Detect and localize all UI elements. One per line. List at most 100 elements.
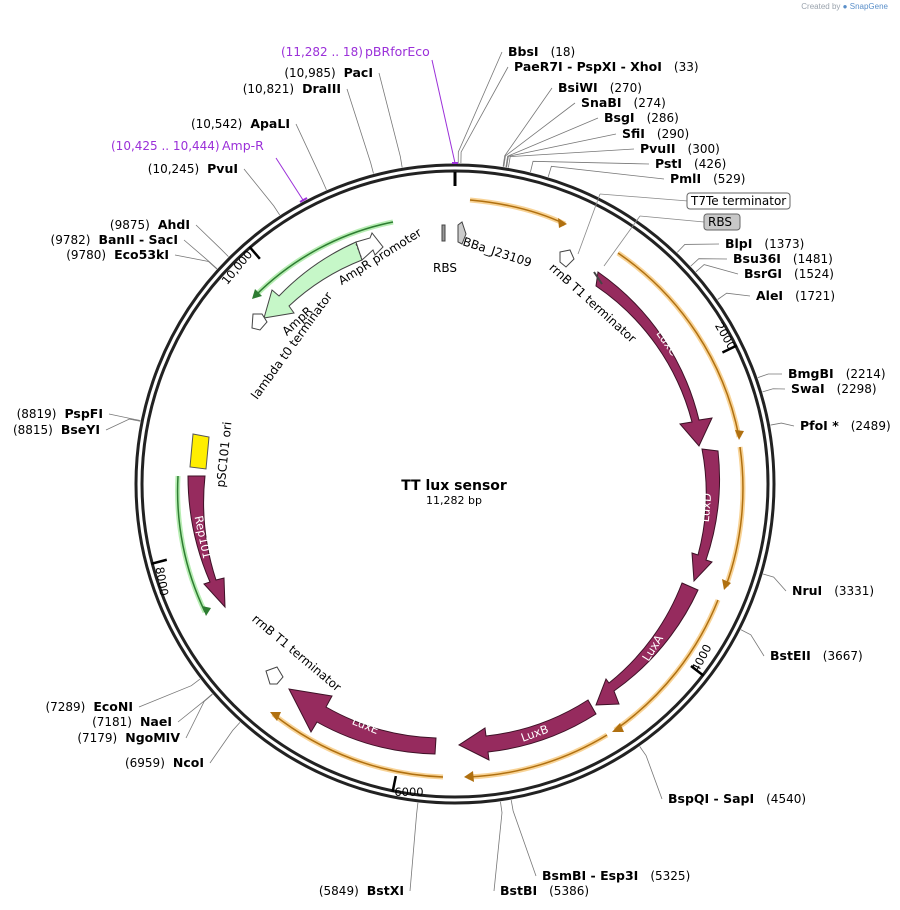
feature-rrnb-t1-terminator-bottom-label: rrnB T1 terminator [249, 612, 344, 695]
site-leader-line [209, 722, 241, 764]
site-name: AhdI [158, 217, 190, 232]
restriction-site[interactable]: BbsI(18) [457, 44, 575, 164]
restriction-site[interactable]: PmlI(529) [547, 165, 745, 186]
site-position: (4540) [766, 792, 806, 806]
site-leader-line [503, 102, 576, 167]
site-leader-line [695, 264, 739, 275]
feature-bba-j23109[interactable]: BBa_J23109 [457, 221, 533, 270]
site-position: (529) [713, 172, 745, 186]
restriction-site[interactable]: PspFI(8819) [17, 406, 141, 421]
snapgene-logo-icon: ● [842, 2, 848, 11]
restriction-site[interactable]: AhdI(9875) [110, 217, 229, 257]
restriction-site[interactable]: BspQI - SapI(4540) [639, 746, 806, 806]
backbone-outer-ring [134, 163, 776, 805]
restriction-site[interactable]: NcoI(6959) [125, 722, 241, 770]
feature-rbs-boxed[interactable]: RBS [603, 213, 741, 267]
site-leader-line [740, 629, 765, 657]
site-position: (8815) [13, 423, 53, 437]
restriction-site[interactable]: DraIII(10,821) [243, 81, 374, 174]
site-leader-line [183, 239, 218, 269]
restriction-site[interactable]: BanII - SacI(9782) [51, 232, 218, 269]
site-leader-line [676, 243, 720, 253]
restriction-site[interactable]: BsmBI - Esp3I(5325) [510, 799, 690, 883]
site-position: (5849) [319, 884, 359, 898]
site-name: ApaLI [250, 116, 290, 131]
site-name: PstI [655, 156, 682, 171]
restriction-site[interactable]: BseYI (8815) [13, 418, 141, 437]
feature-rbs-inner-label: RBS [433, 261, 457, 275]
site-name: DraIII [302, 81, 341, 96]
site-name: AleI [756, 288, 783, 303]
site-leader-line [530, 160, 650, 173]
site-position: (3331) [834, 584, 874, 598]
restriction-site[interactable]: SnaBI(274) [503, 95, 666, 167]
restriction-site[interactable]: SfiI(290) [506, 126, 690, 168]
site-leader-line [502, 87, 553, 167]
restriction-site[interactable]: BsiWI(270) [502, 80, 642, 167]
site-name: SwaI [791, 381, 825, 396]
site-position: (286) [647, 111, 679, 125]
site-leader-line [243, 168, 281, 216]
site-position: (426) [694, 157, 726, 171]
primer-amp-r[interactable]: (10,425 .. 10,444) Amp-R [111, 138, 308, 203]
feature-lambda-t0-terminator[interactable]: lambda t0 terminator [248, 289, 335, 401]
restriction-site[interactable]: BstXI(5849) [319, 802, 419, 898]
primer-amp-r-label: Amp-R [222, 138, 264, 153]
scale-tick-label: 8000 [153, 566, 172, 597]
restriction-site[interactable]: Eco53kI(9780) [66, 247, 217, 270]
site-leader-line [757, 373, 783, 379]
restriction-site[interactable]: BsrGI (1524) [695, 264, 834, 281]
feature-psc101-ori[interactable]: pSC101 ori [189, 421, 234, 488]
site-name: NcoI [173, 755, 204, 770]
restriction-site[interactable]: BstBI(5386) [493, 801, 589, 898]
feature-rbs-boxed-label: RBS [708, 215, 732, 229]
feature-rrnb-t1-terminator-bottom[interactable]: rrnB T1 terminator [249, 612, 344, 695]
restriction-site[interactable]: BmgBI(2214) [757, 366, 886, 381]
restriction-site[interactable]: BsgI(286) [505, 110, 679, 168]
primer-amp-r-range: (10,425 .. 10,444) [111, 139, 220, 153]
restriction-site[interactable]: PvuI(10,245) [148, 161, 281, 216]
plasmid-length: 11,282 bp [426, 494, 482, 507]
site-position: (300) [688, 142, 720, 156]
site-name: BseYI [61, 422, 100, 437]
site-position: (10,542) [191, 117, 242, 131]
site-leader-line [346, 88, 374, 174]
site-position: (2298) [837, 382, 877, 396]
feature-rbs-inner[interactable]: RBS [433, 224, 457, 275]
site-position: (9780) [66, 248, 106, 262]
site-name: BsmBI - Esp3I [542, 868, 638, 883]
feature-t7te-terminator[interactable]: T7Te terminator [577, 192, 791, 255]
site-name: BmgBI [788, 366, 834, 381]
restriction-site[interactable]: ApaLI (10,542) [191, 116, 327, 191]
restriction-site[interactable]: PvuII(300) [507, 141, 720, 168]
restriction-site[interactable]: PacI(10,985) [284, 65, 403, 168]
restriction-site[interactable]: NruI(3331) [763, 573, 874, 598]
site-leader-line [763, 573, 787, 592]
restriction-site[interactable]: PstI (426) [530, 156, 726, 173]
feature-luxd[interactable]: LuxD [691, 448, 720, 583]
restriction-site[interactable]: SwaI (2298) [762, 381, 877, 396]
restriction-site[interactable]: EcoNI(7289) [45, 678, 201, 714]
site-position: (1524) [794, 267, 834, 281]
feature-luxb[interactable]: LuxB [457, 699, 597, 761]
primer-pbrforeco-label: pBRforEco [365, 44, 430, 59]
restriction-site[interactable]: AleI(1721) [717, 288, 835, 303]
restriction-site[interactable]: PaeR7I - PspXI - XhoI(33) [460, 59, 699, 164]
restriction-site[interactable]: NgoMIV(7179) [77, 693, 213, 745]
restriction-site[interactable]: BstEII(3667) [740, 629, 863, 663]
feature-luxa[interactable]: LuxA [595, 582, 699, 706]
feature-lambda-t0-terminator-label: lambda t0 terminator [248, 289, 335, 401]
restriction-site[interactable]: BlpI(1373) [676, 236, 804, 253]
scale-tick-label: 6000 [394, 785, 423, 799]
restriction-site[interactable]: NaeI(7181) [92, 693, 213, 729]
site-leader-line [507, 148, 635, 168]
site-name: BsrGI [744, 266, 782, 281]
restriction-site[interactable]: Bsu36I(1481) [690, 251, 833, 267]
feature-luxc[interactable]: LuxC [595, 271, 713, 447]
site-leader-line [770, 422, 795, 427]
scale-tick-mark [721, 344, 738, 354]
restriction-site[interactable]: PfoI *(2489) [770, 418, 891, 433]
feature-luxe[interactable]: LuxE [288, 688, 437, 755]
primer-pbrforeco[interactable]: (11,282 .. 18) pBRforEco [281, 44, 458, 164]
